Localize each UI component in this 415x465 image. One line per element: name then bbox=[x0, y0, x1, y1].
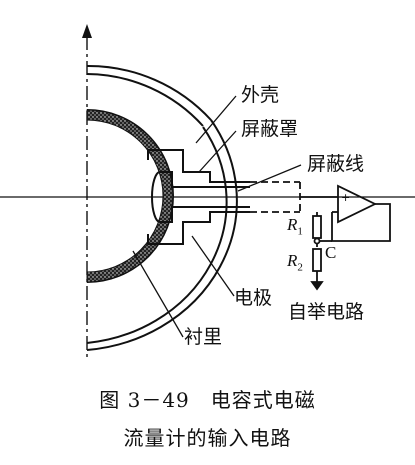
label-shield-wire: 屏蔽线 bbox=[307, 153, 365, 175]
caption-line-1: 图 3－49 电容式电磁 bbox=[99, 388, 316, 412]
electrode bbox=[151, 171, 250, 223]
caption-line-2: 流量计的输入电路 bbox=[123, 426, 292, 450]
label-r2: R2 bbox=[287, 251, 303, 274]
svg-text:+: + bbox=[341, 191, 350, 204]
label-node-c: C bbox=[325, 243, 337, 262]
ground-symbol bbox=[310, 281, 324, 291]
bootstrap-circuit bbox=[310, 212, 332, 291]
pipe-wall bbox=[86, 109, 175, 283]
op-amp: + bbox=[300, 184, 391, 242]
leader-lines bbox=[132, 95, 302, 338]
label-shield-cover: 屏蔽罩 bbox=[241, 118, 299, 140]
lining bbox=[86, 109, 174, 283]
label-bootstrap-circuit: 自举电路 bbox=[288, 301, 365, 323]
resistor-r1 bbox=[312, 215, 322, 239]
label-shell: 外壳 bbox=[241, 84, 280, 106]
node-c bbox=[313, 237, 321, 245]
label-r1: R1 bbox=[287, 215, 303, 238]
shield-cover bbox=[147, 149, 250, 245]
label-electrode: 电极 bbox=[234, 287, 273, 309]
resistor-r2 bbox=[312, 248, 322, 272]
vertical-axis bbox=[82, 24, 92, 360]
label-lining: 衬里 bbox=[184, 326, 223, 348]
